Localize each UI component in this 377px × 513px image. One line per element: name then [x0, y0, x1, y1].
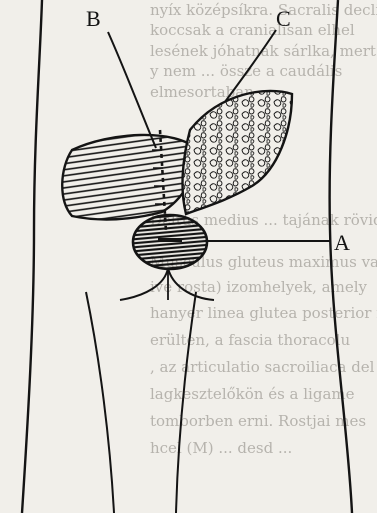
label-a: A	[334, 232, 350, 254]
right-outline	[330, 0, 352, 513]
label-c: C	[276, 8, 291, 30]
hatched-region	[62, 135, 198, 220]
label-b: B	[86, 8, 101, 30]
right-thigh-line	[176, 292, 196, 513]
